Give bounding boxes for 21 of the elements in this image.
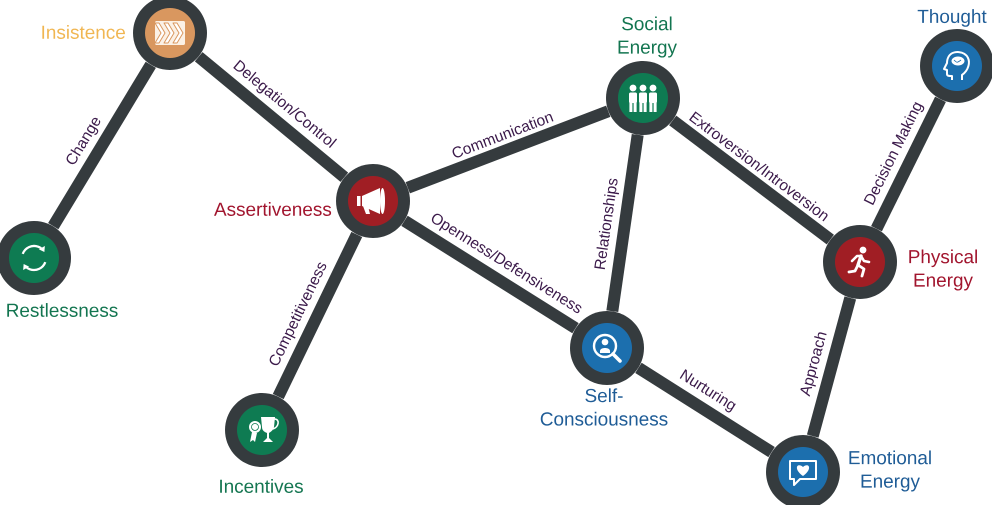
connector-line	[272, 232, 362, 400]
connector-line	[635, 362, 775, 458]
node-label: Incentives	[220, 479, 303, 493]
connector-line	[406, 106, 610, 194]
connector-line	[606, 134, 644, 312]
connector-line	[669, 116, 834, 244]
node-label: Insistence	[42, 25, 125, 39]
edge-label: Relationships	[592, 176, 622, 272]
node-label: Assertiveness	[214, 202, 332, 216]
connector-line	[194, 52, 348, 182]
connector-line	[806, 296, 856, 438]
node-label: Social Energy	[618, 16, 677, 58]
edge-label: Approach	[798, 328, 832, 399]
connector-line	[871, 96, 946, 232]
connector-line	[401, 216, 579, 334]
node-label: Restlessness	[7, 303, 118, 317]
node-label: Physical Energy	[909, 249, 977, 291]
node-label: Thought	[918, 9, 987, 27]
node-label: Emotional Energy	[849, 450, 931, 492]
node-label: Self-Consciousness	[540, 388, 668, 426]
connector-line	[48, 62, 156, 230]
